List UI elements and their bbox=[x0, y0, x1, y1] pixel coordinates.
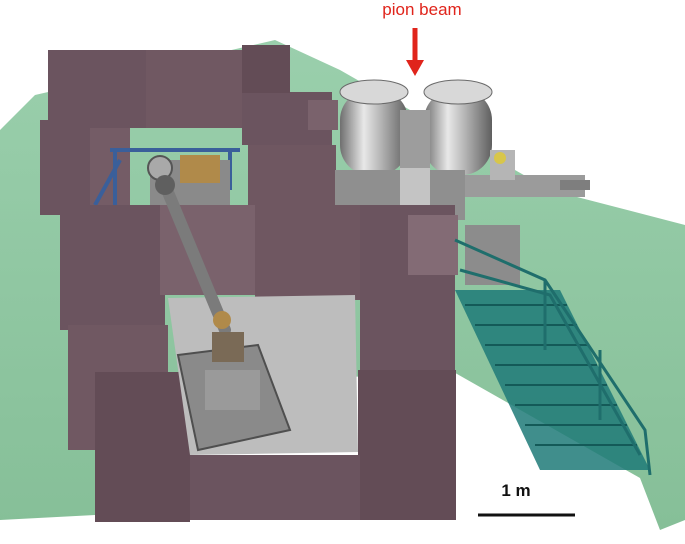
scale-label: 1 m bbox=[501, 481, 531, 500]
staircase bbox=[454, 238, 652, 476]
cryogenic-vessels bbox=[339, 79, 493, 180]
target-cart bbox=[176, 332, 292, 452]
front-shield-walls bbox=[60, 205, 458, 522]
beam-label: pion beam bbox=[382, 0, 462, 19]
beam-arrow bbox=[406, 28, 424, 76]
robotic-arm bbox=[155, 175, 231, 336]
support-frame bbox=[93, 148, 240, 206]
back-shield-wall bbox=[40, 45, 338, 215]
